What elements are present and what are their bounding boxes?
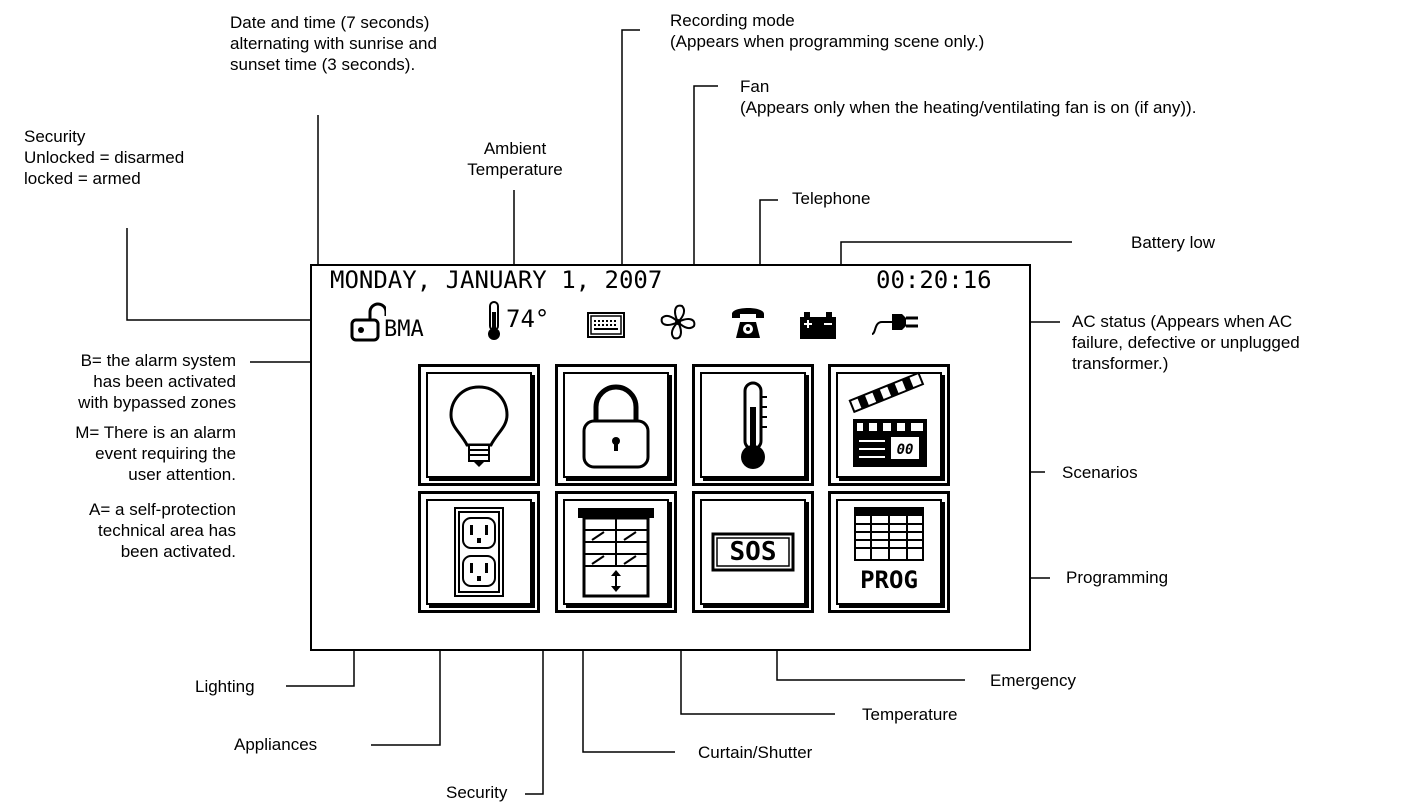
scenarios-clapper-icon: 00 (848, 371, 927, 467)
leader-date-time (317, 115, 327, 274)
leader-fan (693, 85, 718, 300)
prog-text: PROG (860, 566, 918, 594)
temperature-thermometer-icon (741, 381, 767, 469)
label-security-bottom: Security (446, 783, 508, 802)
battery-icon (800, 312, 836, 339)
label-b-note: B= the alarm system has been activated w… (78, 351, 236, 412)
leader-curtain (582, 610, 675, 753)
label-curtain-shutter: Curtain/Shutter (698, 743, 813, 762)
label-security-top: Security Unlocked = disarmed locked = ar… (24, 127, 185, 188)
security-state-letters: BMA (384, 317, 424, 342)
label-lighting: Lighting (195, 677, 255, 696)
label-battery-low: Battery low (1131, 233, 1216, 252)
svg-text:00: 00 (897, 442, 914, 458)
label-date-time: Date and time (7 seconds) alternating wi… (230, 13, 437, 74)
date-display: MONDAY, JANUARY 1, 2007 (330, 266, 663, 294)
appliances-outlet-icon (454, 507, 504, 597)
temperature-tile[interactable] (692, 364, 814, 486)
telephone-icon (732, 308, 764, 338)
sos-text: SOS (729, 537, 777, 567)
ambient-temperature: 74° (506, 305, 550, 333)
fan-icon (660, 304, 696, 340)
label-fan: Fan (Appears only when the heating/venti… (740, 77, 1197, 117)
lcd-screen: MONDAY, JANUARY 1, 2007 00:20:16 BMA 74° (310, 264, 1031, 651)
programming-grid-icon (854, 507, 924, 561)
padlock-open-icon (350, 302, 386, 342)
label-scenarios: Scenarios (1062, 463, 1138, 482)
label-emergency: Emergency (990, 671, 1076, 690)
label-recording-mode: Recording mode (Appears when programming… (670, 11, 985, 51)
programming-tile[interactable]: PROG (828, 491, 950, 613)
appliances-tile[interactable] (418, 491, 540, 613)
curtain-shutter-tile[interactable] (555, 491, 677, 613)
security-tile[interactable] (555, 364, 677, 486)
curtain-shutter-icon (578, 508, 654, 598)
label-m-note: M= There is an alarm event requiring the… (75, 423, 236, 484)
label-programming: Programming (1066, 568, 1169, 587)
security-padlock-icon (582, 384, 650, 469)
label-temperature: Temperature (862, 705, 958, 724)
leader-security-top (126, 228, 346, 321)
thermometer-icon (488, 301, 500, 340)
time-display: 00:20:16 (876, 266, 992, 294)
lighting-tile[interactable] (418, 364, 540, 486)
label-telephone: Telephone (792, 189, 871, 208)
label-ambient-temperature: Ambient Temperature (467, 139, 563, 179)
emergency-tile[interactable]: SOS (692, 491, 814, 613)
leader-recording (621, 29, 640, 300)
label-appliances: Appliances (234, 735, 318, 754)
emergency-sos-icon (711, 532, 795, 572)
scenarios-tile[interactable]: 00 (828, 364, 950, 486)
recording-icon (587, 312, 625, 338)
label-a-note: A= a self-protection technical area has … (89, 500, 236, 561)
label-ac-status: AC status (Appears when AC failure, defe… (1072, 312, 1300, 373)
lighting-bulb-icon (449, 385, 509, 467)
ac-plug-icon (871, 314, 918, 335)
